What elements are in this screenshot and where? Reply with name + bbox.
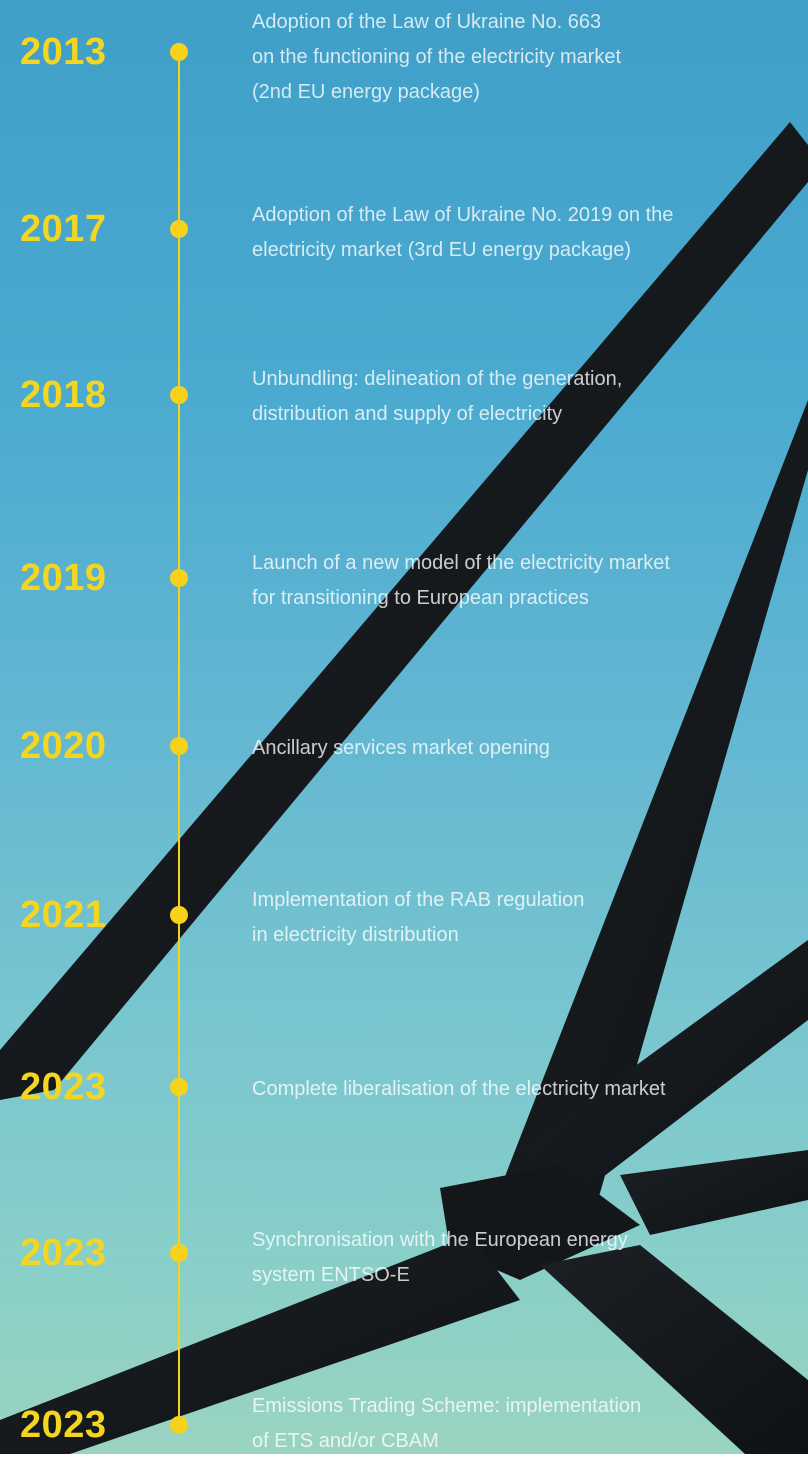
timeline-description-line: on the functioning of the electricity ma…: [252, 46, 622, 68]
timeline-description: Complete liberalisation of the electrici…: [252, 1072, 802, 1107]
timeline-description-line: for transitioning to European practices: [252, 587, 589, 609]
timeline-entry: 2017: [0, 209, 808, 249]
timeline-dot: [170, 1416, 188, 1434]
timeline-year: 2021: [20, 894, 107, 936]
beam-right-lower: [520, 940, 808, 1210]
timeline-description-line: Implementation of the RAB regulation: [252, 889, 585, 911]
timeline-description-line: electricity market (3rd EU energy packag…: [252, 239, 632, 261]
timeline-year: 2018: [20, 374, 107, 416]
beam-right-short: [620, 1150, 808, 1235]
timeline-description: Launch of a new model of the electricity…: [252, 546, 802, 616]
timeline-entry: 2019: [0, 558, 808, 598]
timeline-description-line: Ancillary services market opening: [252, 737, 550, 759]
timeline-description: Implementation of the RAB regulation in e…: [252, 883, 802, 953]
timeline-description: Unbundling: delineation of the generatio…: [252, 362, 802, 432]
timeline-year: 2019: [20, 557, 107, 599]
timeline-dot: [170, 906, 188, 924]
timeline-dot: [170, 569, 188, 587]
timeline-description-line: of ETS and/or CBAM: [252, 1430, 439, 1452]
timeline-year: 2023: [20, 1066, 107, 1108]
timeline-description: Emissions Trading Scheme: implementation…: [252, 1389, 802, 1459]
timeline-entry: 2023: [0, 1233, 808, 1273]
beam-lower-left: [0, 1235, 520, 1454]
timeline-entry: 2018: [0, 375, 808, 415]
timeline-description-line: (2nd EU energy package): [252, 81, 480, 103]
timeline-year: 2013: [20, 31, 107, 73]
timeline-entry: 2023: [0, 1067, 808, 1107]
timeline-description: Adoption of the Law of Ukraine No. 663 on…: [252, 5, 802, 110]
beam-joint: [440, 1165, 640, 1280]
beam-diagonal-right: [502, 400, 808, 1200]
timeline-year: 2020: [20, 725, 107, 767]
timeline-description-line: Launch of a new model of the electricity…: [252, 552, 670, 574]
timeline-dot: [170, 220, 188, 238]
timeline-description: Adoption of the Law of Ukraine No. 2019 …: [252, 198, 802, 268]
timeline-entry: 2021: [0, 895, 808, 935]
timeline-description-line: Unbundling: delineation of the generatio…: [252, 368, 623, 390]
beam-diagonal-main: [0, 122, 808, 1100]
timeline-year: 2023: [20, 1404, 107, 1446]
timeline-dot: [170, 1244, 188, 1262]
timeline-year: 2017: [20, 208, 107, 250]
timeline-description-line: Complete liberalisation of the electrici…: [252, 1078, 666, 1100]
timeline-entry: 2023: [0, 1405, 808, 1445]
timeline-dot: [170, 1078, 188, 1096]
timeline-description-line: Adoption of the Law of Ukraine No. 663: [252, 11, 602, 33]
timeline-description-line: in electricity distribution: [252, 924, 459, 946]
timeline-description-line: distribution and supply of electricity: [252, 403, 563, 425]
timeline-description: Ancillary services market opening: [252, 731, 802, 766]
timeline-description-line: Adoption of the Law of Ukraine No. 2019 …: [252, 204, 674, 226]
timeline-entry: 2020: [0, 726, 808, 766]
timeline-dot: [170, 386, 188, 404]
timeline-description-line: Synchronisation with the European energy: [252, 1229, 628, 1251]
beam-lower-right: [540, 1245, 808, 1454]
timeline-entry: 2013: [0, 32, 808, 72]
timeline-year: 2023: [20, 1232, 107, 1274]
timeline-description: Synchronisation with the European energy…: [252, 1223, 802, 1293]
timeline-dot: [170, 737, 188, 755]
timeline-description-line: Emissions Trading Scheme: implementation: [252, 1395, 642, 1417]
timeline-dot: [170, 43, 188, 61]
timeline-description-line: system ENTSO-E: [252, 1264, 410, 1286]
